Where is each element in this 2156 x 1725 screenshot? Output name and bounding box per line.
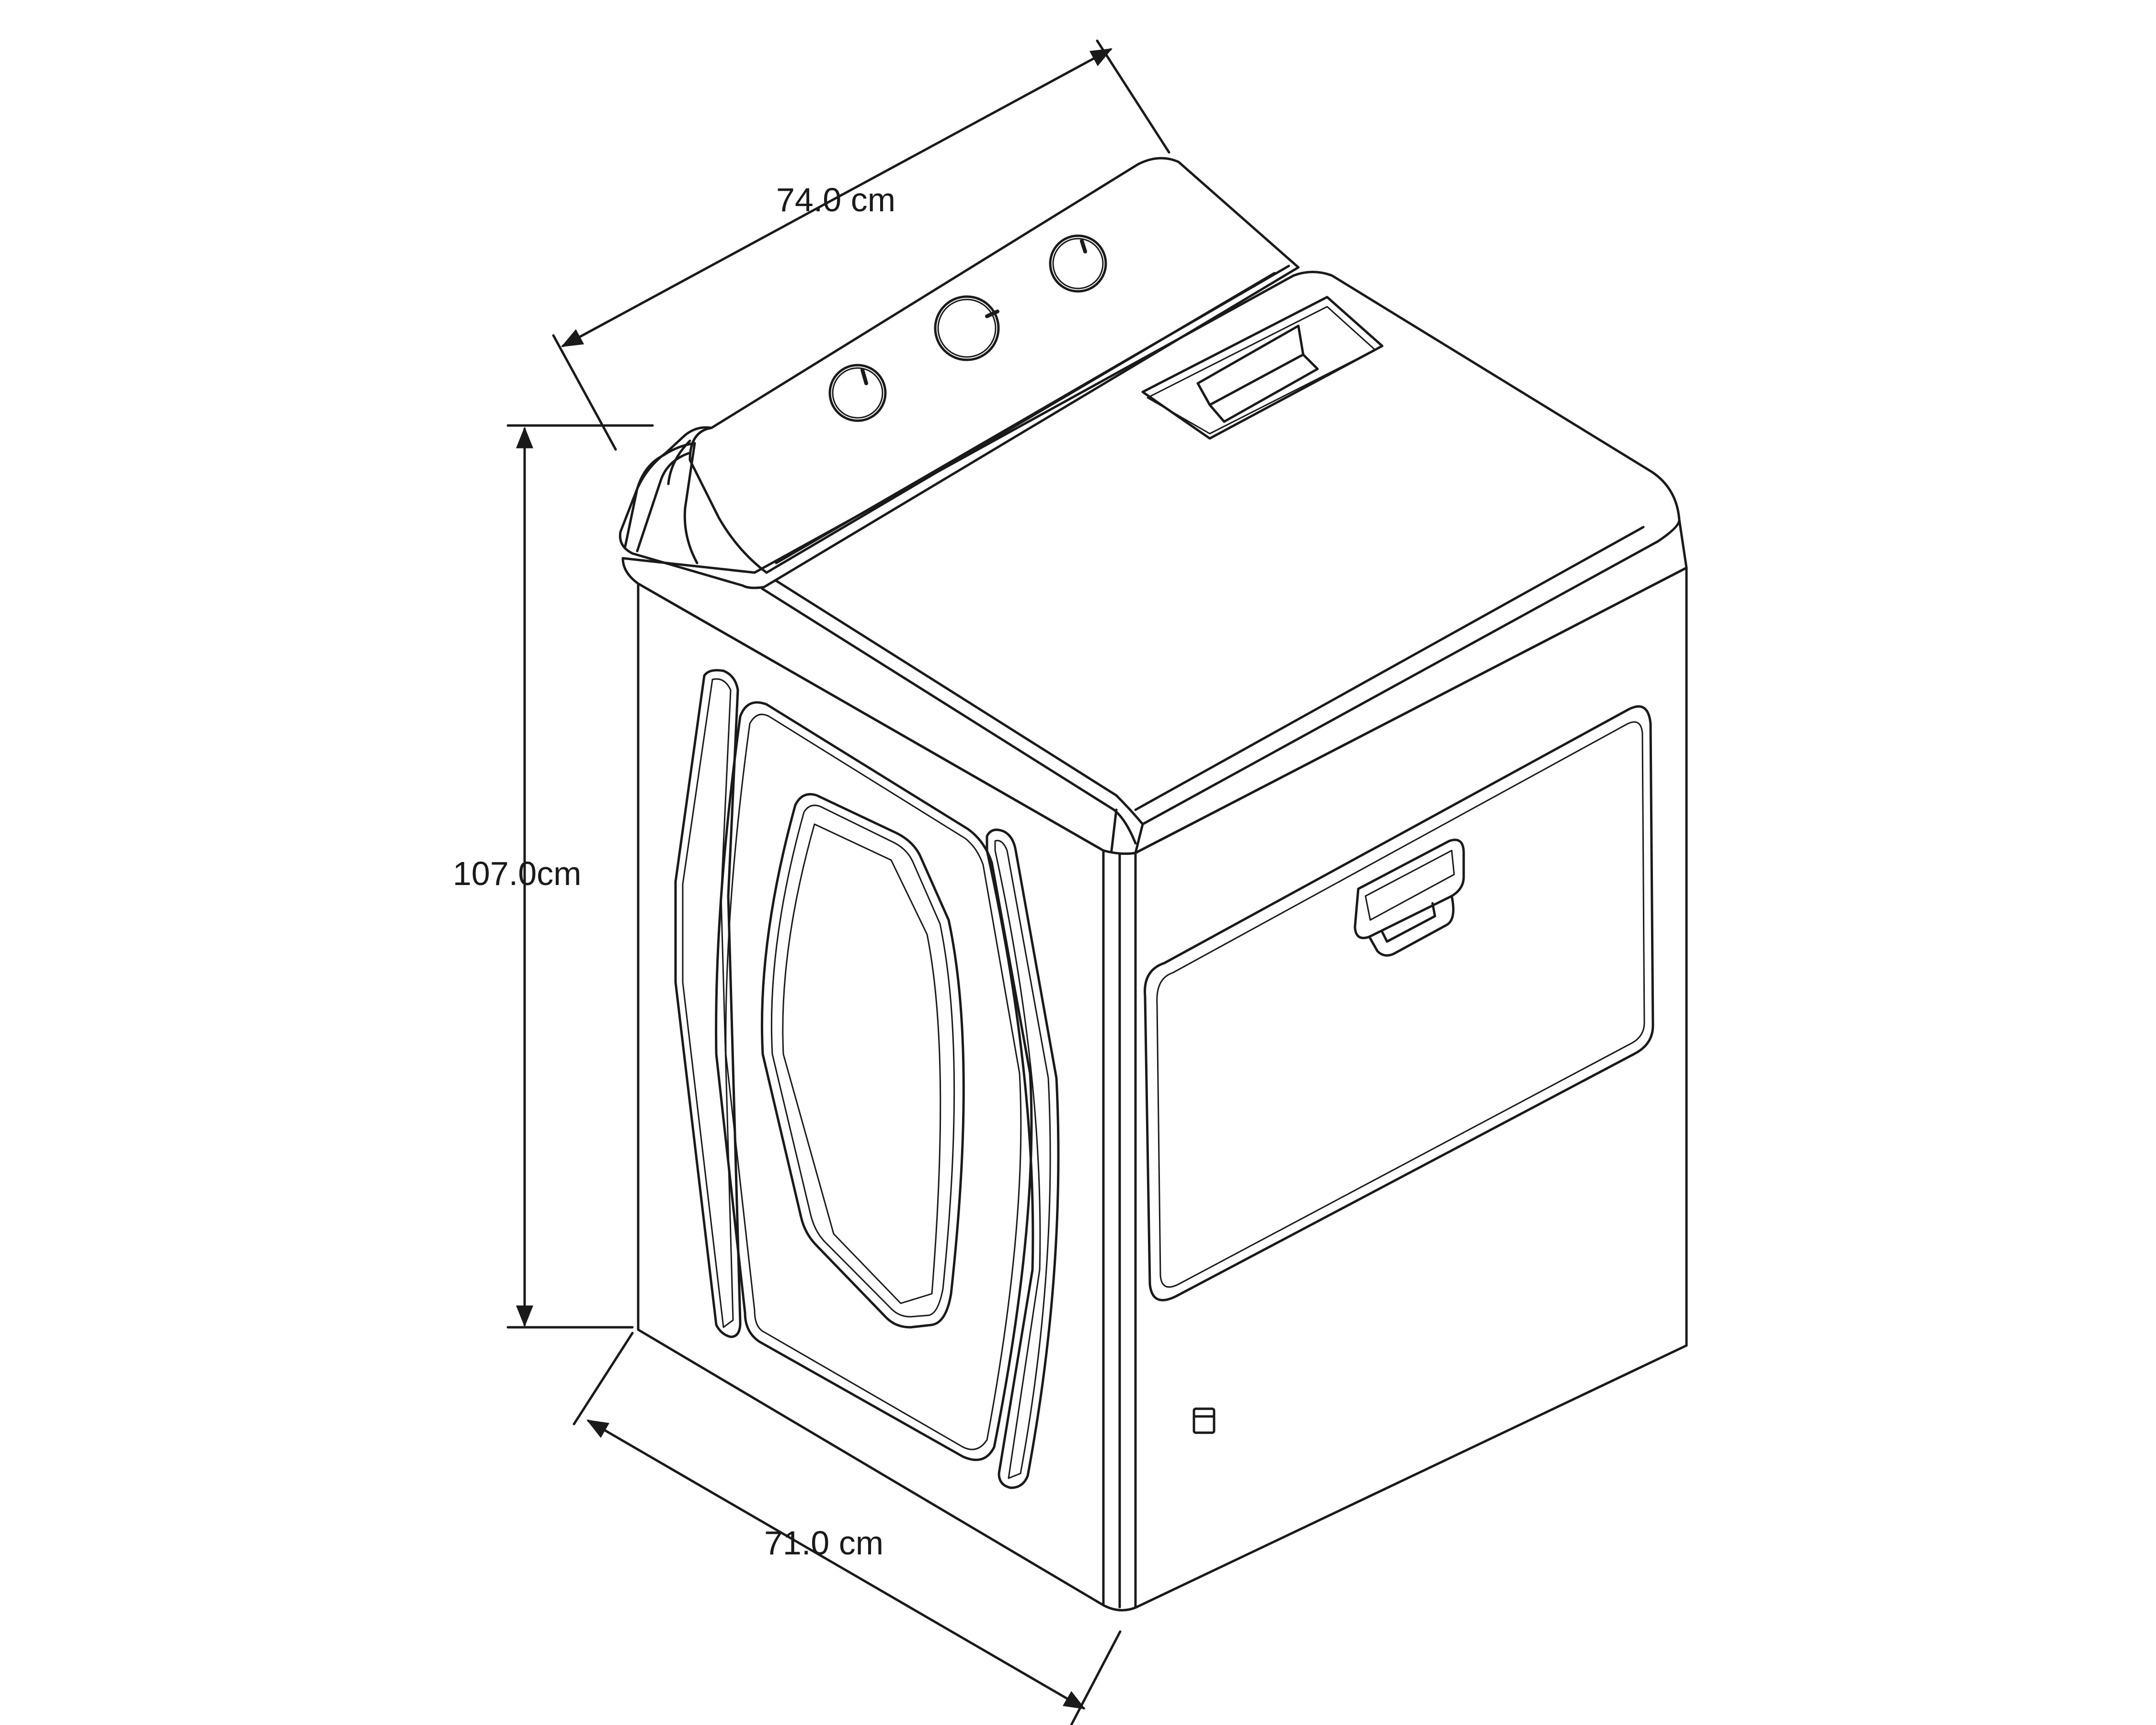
top-right-bevel: [1141, 518, 1681, 826]
knob-left[interactable]: [828, 364, 887, 422]
height-dimension-label: 107.0cm: [453, 855, 582, 892]
door-window-glass: [782, 823, 941, 1304]
side-door-assembly: [1144, 705, 1654, 1301]
door-handle[interactable]: [1353, 839, 1465, 957]
front-trim-left: [674, 669, 742, 1338]
knob-middle[interactable]: [934, 295, 1000, 361]
top-front-bevel-inner: [775, 579, 1144, 826]
knob-right[interactable]: [1049, 234, 1107, 293]
dimension-lines: [506, 39, 1170, 1725]
width-extension-line-left: [552, 334, 617, 451]
front-trim-left-inner: [682, 678, 734, 1328]
console-top-line-2: [775, 264, 1290, 564]
depth-extension-line-right: [1070, 1630, 1122, 1725]
depth-dimension-arrow: [586, 1419, 1086, 1710]
depth-dimension-label: 71.0 cm: [764, 1524, 883, 1562]
control-panel: [619, 157, 1384, 589]
door-frame-outer: [715, 701, 1033, 1461]
dryer-top: [621, 271, 1688, 855]
console-left-cap: [624, 442, 699, 564]
front-trim-right: [986, 828, 1060, 1489]
top-front-bevel: [760, 587, 1137, 845]
dryer-body: [637, 566, 1688, 1611]
door-window-inner: [770, 805, 955, 1318]
top-corner-line-2: [1134, 823, 1144, 854]
depth-extension-line-left: [573, 1332, 634, 1426]
side-door-inner: [1156, 721, 1645, 1288]
lint-filter-tray[interactable]: [1141, 296, 1384, 440]
door-frame-inner: [725, 713, 1022, 1450]
vent-icon: [1193, 1407, 1216, 1434]
console-left-cap-inner: [636, 451, 691, 552]
front-door-assembly: [674, 669, 1060, 1489]
width-dimension-label: 74.0 cm: [776, 181, 895, 218]
door-window: [760, 793, 965, 1329]
front-trim-right-inner: [994, 840, 1051, 1479]
console-face-line: [688, 426, 768, 574]
base-edge: [1102, 1604, 1137, 1611]
top-corner-line: [1110, 808, 1118, 852]
side-door-outer: [1144, 705, 1654, 1301]
width-extension-line-right: [1096, 39, 1170, 154]
top-right-bevel-inner: [1134, 526, 1645, 811]
width-dimension-arrow: [561, 48, 1112, 347]
